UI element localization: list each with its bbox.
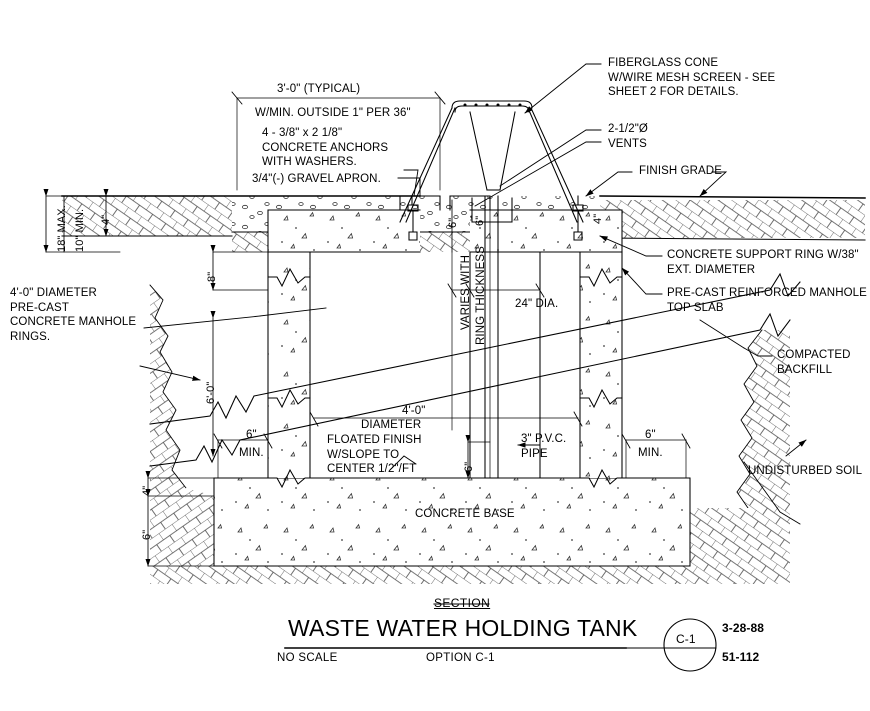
dimension-24-dia: 24" DIA. bbox=[515, 298, 559, 310]
dimension-6-min-left: 6" bbox=[246, 429, 257, 441]
section-label: SECTION bbox=[434, 596, 491, 610]
annotation-fiberglass-cone: FIBERGLASS CONE W/WIRE MESH SCREEN - SEE… bbox=[608, 57, 776, 98]
drawing-number: 51-112 bbox=[722, 650, 760, 664]
dimension-4-0: 4'-0" bbox=[402, 405, 426, 417]
annotation-top-slab: PRE-CAST REINFORCED MANHOLE TOP SLAB bbox=[667, 287, 867, 314]
annotation-compacted-backfill: COMPACTED BACKFILL bbox=[777, 349, 851, 376]
dimension-typical: 3'-0" (TYPICAL) bbox=[277, 83, 361, 95]
dimension-varies-line2: RING THICKNESS bbox=[475, 246, 487, 345]
dimension-min-right-label: MIN. bbox=[638, 447, 663, 459]
dimension-min-left-label: MIN. bbox=[239, 447, 264, 459]
dimension-varies-line1: VARIES WITH bbox=[460, 254, 472, 330]
dimension-6-0: 6'-0" bbox=[205, 381, 217, 404]
dimension-6-base: 6" bbox=[141, 529, 153, 540]
annotation-pvc-pipe: 3" P.V.C. PIPE bbox=[521, 433, 567, 460]
dimension-6-min-right: 6" bbox=[645, 429, 656, 441]
detail-bubble-label: C-1 bbox=[676, 632, 696, 646]
note-floated-finish: FLOATED FINISH W/SLOPE TO CENTER 1/2"/FT bbox=[327, 434, 422, 475]
note-concrete-anchors: 4 - 3/8" x 2 1/8" CONCRETE ANCHORS WITH … bbox=[262, 127, 389, 168]
dimension-4-top: 4" bbox=[100, 214, 112, 225]
dimension-6-top-left: 6" bbox=[447, 217, 459, 228]
dimension-18-max: 18" MAX. bbox=[56, 205, 68, 252]
drawing-date: 3-28-88 bbox=[722, 621, 765, 635]
dimension-6-pipe: 6" bbox=[463, 461, 475, 472]
annotation-undisturbed-soil: UNDISTURBED SOIL bbox=[748, 465, 863, 477]
scale-note: NO SCALE bbox=[277, 652, 338, 664]
note-slope: W/MIN. OUTSIDE 1" PER 36" bbox=[255, 107, 411, 119]
annotation-finish-grade: FINISH GRADE bbox=[639, 165, 722, 177]
drawing-title: WASTE WATER HOLDING TANK bbox=[288, 615, 638, 641]
option-label: OPTION C-1 bbox=[426, 652, 495, 664]
annotation-support-ring: CONCRETE SUPPORT RING W/38" EXT. DIAMETE… bbox=[667, 249, 859, 276]
annotation-manhole-rings: 4'-0" DIAMETER PRE-CAST CONCRETE MANHOLE… bbox=[10, 287, 137, 343]
label-diameter: DIAMETER bbox=[361, 419, 422, 431]
annotation-vents: 2-1/2"Ø VENTS bbox=[608, 123, 648, 150]
note-gravel-apron: 3/4"(-) GRAVEL APRON. bbox=[252, 173, 381, 185]
dimension-8: 8" bbox=[206, 271, 218, 282]
dimension-4-right: 4" bbox=[592, 213, 604, 224]
dimension-10-min: 10" MIN. bbox=[74, 208, 86, 252]
dimension-6-top-right: 6" bbox=[474, 215, 486, 226]
label-concrete-base: CONCRETE BASE bbox=[415, 508, 515, 520]
dimension-4-base: 4" bbox=[141, 485, 153, 496]
